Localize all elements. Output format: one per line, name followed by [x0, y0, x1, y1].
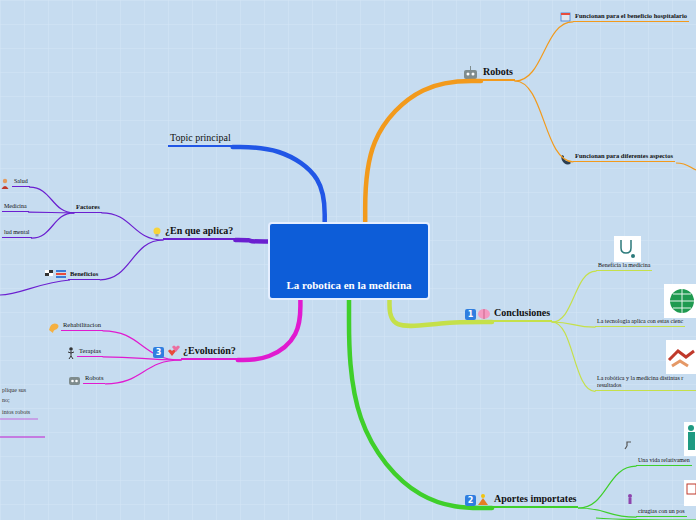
topic-node: cirugias con un pos	[636, 508, 687, 517]
number-badge: 1	[465, 309, 476, 320]
figure-icon	[68, 347, 74, 359]
flags-icon	[45, 270, 66, 278]
branch-connector	[233, 147, 325, 222]
topic-text: La robotica en la medicina	[274, 279, 424, 291]
branch-connector	[105, 360, 181, 384]
topic-text: Rehabilitacion	[63, 321, 101, 329]
topic-text: Topic principal	[170, 132, 231, 144]
globe-image	[664, 284, 696, 318]
central-topic: La robotica en la medicina	[268, 222, 430, 300]
branch-connector	[578, 508, 636, 517]
hearts-icon	[168, 346, 180, 357]
topic-node: Beneficios	[68, 270, 100, 280]
topic-text: Terapias	[79, 347, 101, 355]
document-image	[684, 480, 696, 506]
calendar-icon	[561, 13, 570, 21]
person-image	[684, 422, 696, 456]
branch-line	[676, 163, 696, 170]
topic-text: Robots	[483, 66, 513, 78]
topic-text: Factores	[76, 203, 100, 211]
branch-connector	[29, 212, 74, 214]
branch-connector	[238, 300, 301, 360]
topic-text: La robótica y la medicina distintas r re…	[597, 375, 694, 389]
topic-node: La tecnologia aplica con estas cienc	[595, 318, 685, 327]
arm-icon	[625, 442, 631, 449]
branch-connector	[102, 213, 163, 240]
note-text: intos robots	[2, 409, 30, 415]
topic-text: ¿En que aplica?	[165, 225, 233, 237]
topic-node: ¿Evolución?	[181, 345, 238, 360]
arm-icon	[49, 324, 59, 333]
branch-line	[596, 518, 696, 520]
handshake-image	[666, 340, 696, 374]
topic-text: Beneficios	[70, 270, 98, 278]
topic-text: Medicina	[4, 203, 27, 210]
branch-connector	[32, 213, 75, 238]
brain-icon	[478, 309, 490, 319]
topic-node: Funcionan para el beneficio hospitalario	[573, 12, 689, 22]
topic-node: Robots	[481, 66, 515, 81]
branch-line	[0, 436, 45, 437]
branch-connector	[100, 240, 163, 280]
branch-connector	[515, 22, 573, 81]
branch-connector	[103, 357, 181, 360]
branch-connector	[103, 331, 181, 360]
topic-node: Factores	[74, 203, 102, 213]
branch-connector	[578, 466, 636, 508]
robot-icon	[464, 66, 477, 79]
bulb-icon	[154, 228, 161, 237]
topic-node: Aportes importates	[492, 493, 578, 508]
person-icon	[628, 494, 632, 504]
topic-node: La robótica y la medicina distintas r re…	[595, 375, 696, 391]
person-icon	[2, 179, 9, 189]
robot-icon	[69, 377, 80, 385]
branch-connector	[365, 81, 481, 222]
topic-text: cirugias con un pos	[638, 508, 685, 515]
topic-node: Medicina	[2, 203, 29, 212]
topic-text: La tecnologia aplica con estas cienc	[597, 318, 683, 325]
topic-text: lud mental	[4, 229, 30, 236]
topic-text: Una vida relativamen	[638, 457, 690, 464]
topic-node: Salud	[12, 178, 30, 187]
people-icon	[478, 494, 488, 505]
topic-node: Funcionan para diferentes aspectos	[573, 152, 675, 162]
topic-node: ¿En que aplica?	[163, 225, 235, 240]
stethoscope-image	[614, 236, 641, 262]
number-badge: 3	[153, 347, 164, 358]
branch-connector	[235, 240, 268, 242]
branch-connector	[515, 81, 573, 162]
topic-node: Rehabilitacion	[61, 321, 103, 331]
branch-connector	[349, 300, 492, 508]
branch-connector	[390, 300, 493, 326]
topic-text: ¿Evolución?	[183, 345, 236, 357]
topic-text: Beneficia la medicina	[598, 262, 650, 269]
topic-node: Conclusiones	[492, 307, 552, 322]
note-text: plique sus	[2, 387, 26, 393]
topic-node: Una vida relativamen	[636, 457, 692, 466]
branch-connector	[30, 187, 74, 213]
topic-node: Topic principal	[168, 132, 233, 147]
topic-text: Funcionan para el beneficio hospitalario	[575, 12, 687, 20]
topic-node: Robots	[83, 374, 105, 384]
topic-text: Funcionan para diferentes aspectos	[575, 152, 673, 160]
topic-node: Terapias	[77, 347, 103, 357]
branch-line	[0, 419, 38, 420]
note-text: no;	[2, 397, 10, 403]
branch-connector	[552, 271, 596, 322]
topic-node: lud mental	[2, 229, 32, 238]
branch-line	[0, 280, 70, 295]
number-badge: 2	[465, 495, 476, 506]
topic-node: Beneficia la medicina	[596, 262, 652, 271]
topic-text: Salud	[14, 178, 28, 185]
topic-text: Aportes importates	[494, 493, 576, 505]
topic-text: Conclusiones	[494, 307, 550, 319]
topic-text: Robots	[85, 374, 103, 382]
branch-connector	[552, 322, 595, 391]
